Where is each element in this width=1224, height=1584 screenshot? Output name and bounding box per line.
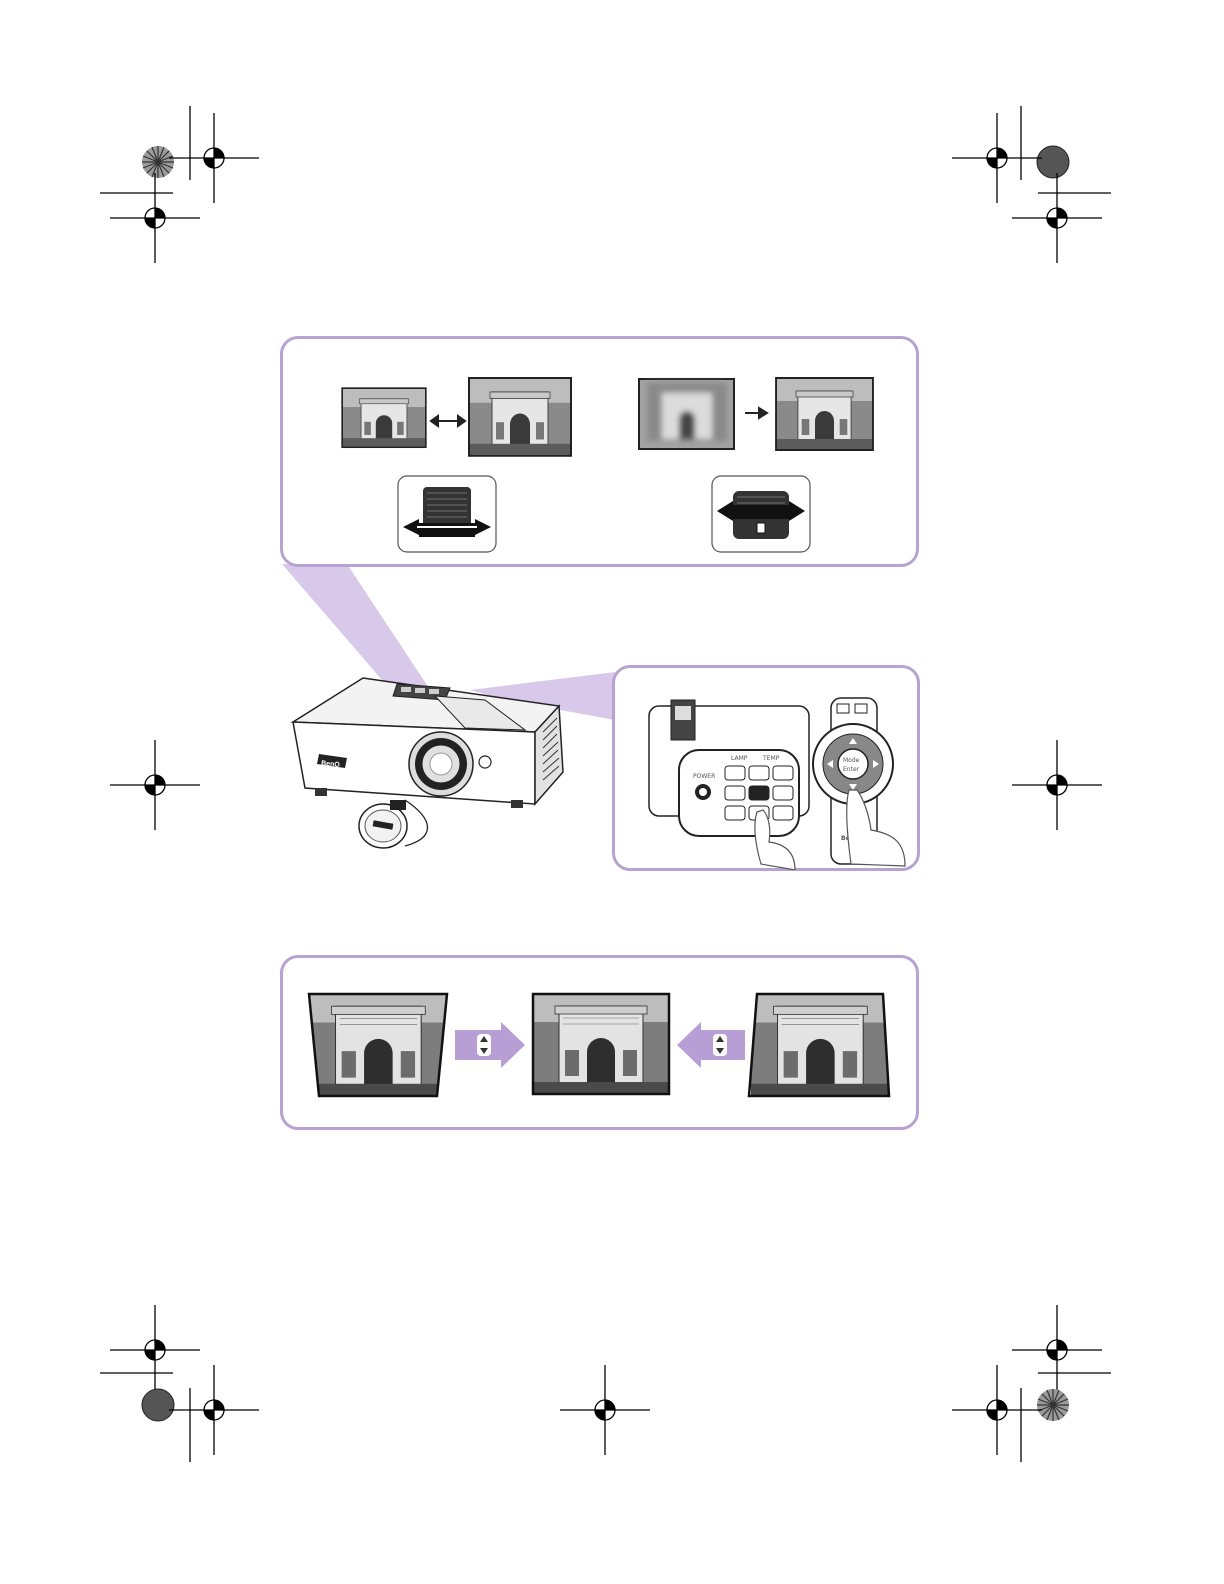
control-lamp-label: LAMP — [731, 755, 748, 762]
keystone-after-image-icon — [751, 994, 890, 1096]
keystone-down-icon — [455, 1022, 525, 1068]
keystone-up-icon — [677, 1022, 745, 1068]
keystone-controls-panel: POWER LAMP TEMP Mode Enter BenQ — [612, 665, 920, 871]
small-image-icon — [342, 388, 426, 447]
large-image-icon — [469, 378, 571, 456]
zoom-illustration — [341, 377, 576, 459]
keystone-corrected-image-icon — [533, 994, 669, 1094]
focus-illustration — [637, 377, 875, 453]
control-panel-illustration: POWER LAMP TEMP — [645, 694, 815, 870]
focus-ring-icon — [711, 475, 811, 553]
zoom-focus-panel — [280, 336, 919, 567]
control-mode-label: Mode — [843, 757, 860, 764]
zoom-ring-icon — [397, 475, 497, 553]
control-enter-label: Enter — [843, 766, 860, 773]
keystone-before-image-icon — [309, 994, 448, 1096]
projector-illustration: BenQ — [285, 670, 575, 852]
control-temp-label: TEMP — [762, 755, 780, 762]
remote-control-illustration: Mode Enter BenQ — [805, 694, 915, 870]
blurred-image-icon — [639, 379, 734, 449]
right-arrow-icon — [745, 408, 767, 418]
keystone-illustration — [305, 992, 905, 1100]
double-arrow-icon — [431, 416, 465, 426]
keystone-correction-panel — [280, 955, 919, 1130]
control-power-label: POWER — [693, 773, 715, 780]
sharp-image-icon — [776, 378, 873, 450]
